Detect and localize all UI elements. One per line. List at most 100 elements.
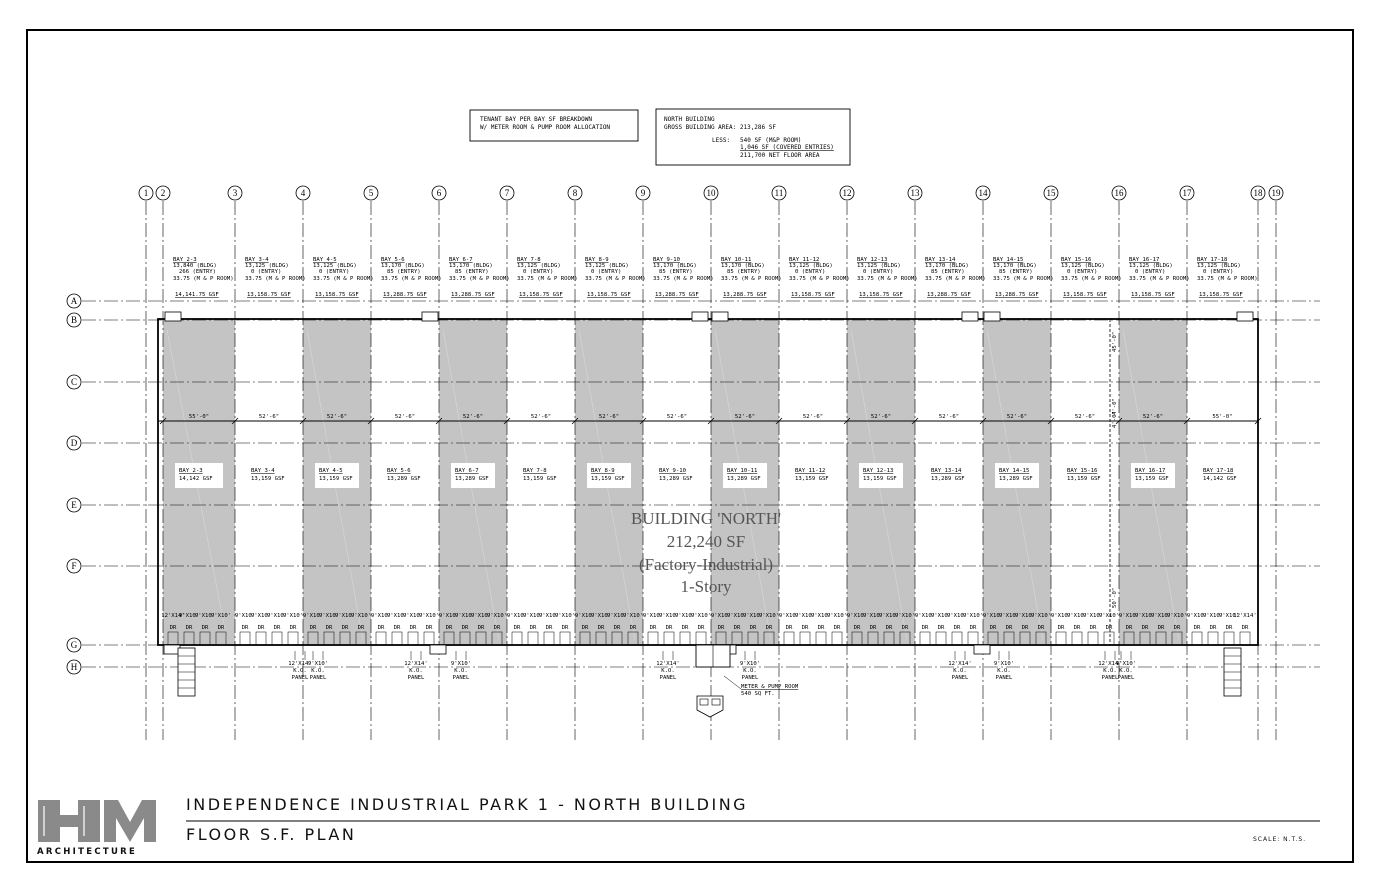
bay-name: BAY 13-14 — [925, 257, 956, 263]
bay-mid-name: BAY 15-16 — [1067, 468, 1097, 474]
overhead-door: 9'X10'DR — [895, 613, 915, 646]
bay-entry-sf: 85 (ENTRY) — [727, 269, 761, 275]
grid-bubble-col — [1179, 185, 1195, 201]
door-type: DR — [666, 625, 673, 631]
bay-room-sf: 33.75 (M & P ROOM) — [1061, 276, 1122, 282]
overhead-door: 9'X10'DR — [439, 613, 459, 646]
overhead-door: 9'X10'DR — [487, 613, 507, 646]
overhead-door: 9'X10'DR — [691, 613, 711, 646]
bay-width-dim: 55'-0" — [189, 414, 209, 420]
overhead-door: 9'X10'DR — [863, 613, 883, 646]
bay-mid-name: BAY 10-11 — [727, 468, 757, 474]
door-size: 9'X10' — [743, 613, 763, 619]
overhead-door: 9'X10'DR — [915, 613, 935, 646]
exit-stair-right — [1223, 647, 1242, 697]
building-occupancy: (Factory-Industrial) — [639, 555, 773, 574]
bay-room-sf: 33.75 (M & P ROOM) — [173, 276, 234, 282]
door-size: 9'X10' — [575, 613, 595, 619]
bay-entry-sf: 0 (ENTRY) — [863, 269, 893, 275]
door-type: DR — [326, 625, 333, 631]
grid-bubble-col — [703, 185, 719, 201]
overhead-door: 9'X10'DR — [403, 613, 423, 646]
door-type: DR — [734, 625, 741, 631]
overhead-door: 9'X10'DR — [575, 613, 595, 646]
grid-col-label: 8 — [573, 188, 578, 198]
bay-mid-gsf: 13,289 GSF — [931, 476, 965, 482]
panel-size: 12'X14' — [1098, 661, 1122, 667]
door-type: DR — [682, 625, 689, 631]
door-type: DR — [1210, 625, 1217, 631]
grid-bubble-col — [1043, 185, 1059, 201]
entry-notch — [421, 311, 439, 322]
bay-bldg-sf: 13,170 (BLDG) — [653, 263, 697, 269]
overhead-door: 9'X10'DR — [931, 613, 951, 646]
overhead-door: 9'X10'DR — [607, 613, 627, 646]
side-dim-2: 4'-0" — [1112, 398, 1118, 415]
bay-info: BAY 7-813,125 (BLDG)0 (ENTRY)33.75 (M & … — [517, 257, 578, 482]
bay-width-dim: 52'-6" — [667, 414, 687, 420]
door-type: DR — [1126, 625, 1133, 631]
bay-room-sf: 33.75 (M & P ROOM) — [857, 276, 918, 282]
grid-bubble-col — [1268, 185, 1284, 201]
door-size: 9'X10' — [1219, 613, 1239, 619]
bay-mid-gsf: 13,159 GSF — [523, 476, 557, 482]
overhead-door: 9'X10'DR — [847, 613, 867, 646]
grid-bubble-row — [66, 293, 82, 309]
bay-mid-gsf: 14,142 GSF — [179, 476, 213, 482]
door-size: 9'X10' — [895, 613, 915, 619]
door-type: DR — [170, 625, 177, 631]
bay-total-gsf: 13,158.75 GSF — [247, 292, 291, 298]
door-size: 9'X10' — [507, 613, 527, 619]
bay-total-gsf: 13,158.75 GSF — [1131, 292, 1175, 298]
bay-mid-gsf: 13,289 GSF — [387, 476, 421, 482]
door-type: DR — [494, 625, 501, 631]
panel-size: 9'X10' — [1116, 661, 1136, 667]
door-size: 9'X10' — [1015, 613, 1035, 619]
grid-row-label: E — [71, 500, 77, 510]
door-size: 9'X10' — [235, 613, 255, 619]
door-size: 9'X10' — [1083, 613, 1103, 619]
door-size: 9'X10' — [847, 613, 867, 619]
bay-entry-sf: 85 (ENTRY) — [999, 269, 1033, 275]
door-type: DR — [290, 625, 297, 631]
door-size: 9'X10' — [727, 613, 747, 619]
bay-bldg-sf: 13,170 (BLDG) — [993, 263, 1037, 269]
door-type: DR — [530, 625, 537, 631]
bay-mid-name: BAY 4-5 — [319, 468, 343, 474]
building-stories: 1-Story — [681, 577, 733, 596]
panel-size: 12'X14' — [948, 661, 972, 667]
door-type: DR — [834, 625, 841, 631]
bay-room-sf: 33.75 (M & P ROOM) — [1129, 276, 1190, 282]
bay-entry-sf: 0 (ENTRY) — [251, 269, 281, 275]
ko-panel: 12'X14'K.O.PANEL — [1098, 651, 1122, 681]
bay-mid-gsf: 13,159 GSF — [795, 476, 829, 482]
bay-width-dim: 52'-6" — [259, 414, 279, 420]
door-size: 9'X10' — [827, 613, 847, 619]
door-size: 9'X10' — [659, 613, 679, 619]
grid-bubble-row — [66, 659, 82, 675]
door-type: DR — [1142, 625, 1149, 631]
bay-name: BAY 7-8 — [517, 257, 541, 263]
ko-panel: 9'X10'K.O.PANEL — [451, 651, 471, 681]
door-type: DR — [718, 625, 725, 631]
door-type: DR — [274, 625, 281, 631]
grid-row-label: A — [71, 296, 78, 306]
door-size: 9'X10' — [1167, 613, 1187, 619]
bay-mid-gsf: 13,289 GSF — [455, 476, 489, 482]
door-type: DR — [938, 625, 945, 631]
bay-info: BAY 8-913,125 (BLDG)0 (ENTRY)33.75 (M & … — [585, 257, 646, 488]
door-size: 9'X10' — [439, 613, 459, 619]
bay-total-gsf: 13,288.75 GSF — [383, 292, 427, 298]
bay-width-dim: 52'-6" — [599, 414, 619, 420]
bay-labels-layer: BAY 2-313,840 (BLDG)266 (ENTRY)33.75 (M … — [173, 257, 1258, 488]
panel-type: PANEL — [742, 675, 759, 681]
overhead-door: 9'X10'DR — [523, 613, 543, 646]
overhead-door: 9'X10'DR — [335, 613, 355, 646]
bay-bldg-sf: 13,170 (BLDG) — [721, 263, 765, 269]
grid-bubble-col — [907, 185, 923, 201]
grid-col-label: 14 — [979, 188, 989, 198]
bay-total-gsf: 13,158.75 GSF — [859, 292, 903, 298]
door-size: 9'X10' — [1135, 613, 1155, 619]
